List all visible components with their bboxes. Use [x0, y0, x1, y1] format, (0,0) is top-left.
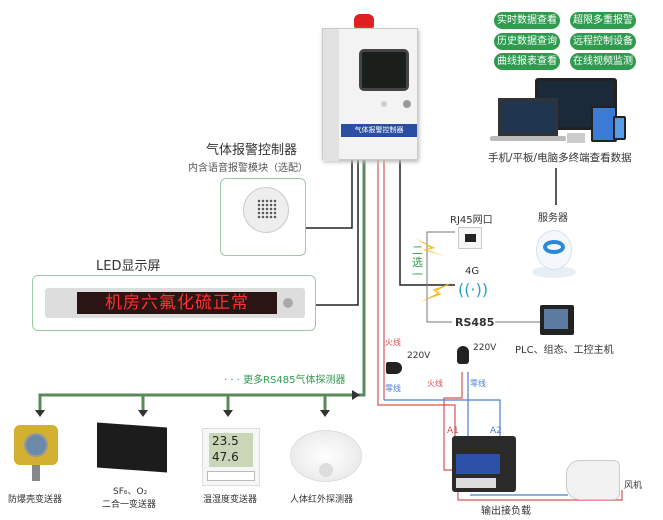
detector-label: 温湿度变送器: [203, 495, 258, 505]
detector-label: 人体红外探测器: [290, 495, 354, 505]
temp-reading: 23.5: [212, 434, 239, 448]
explosion-proof-transmitter: [14, 425, 58, 481]
controller-title: 气体报警控制器: [206, 143, 298, 158]
detector-label: 二合一变送器: [102, 500, 157, 510]
plug-icon: [457, 346, 469, 364]
terminals-image: [490, 78, 640, 148]
neutral-wire-label-2: 零线: [470, 379, 486, 388]
feature-curve: 曲线报表查看: [494, 53, 560, 70]
fan-label: 风机: [624, 481, 643, 491]
alarm-light: [354, 14, 374, 28]
plug-icon: [386, 362, 402, 374]
rs485-label: RS485: [455, 316, 495, 329]
a1-label: A1: [447, 426, 459, 436]
rs485-bus: [38, 160, 366, 410]
server-label: 服务器: [538, 213, 568, 224]
fan-icon: [566, 460, 620, 500]
voltage-label-2: 220V: [473, 343, 497, 353]
more-detectors-label: · · · 更多RS485气体探测器: [224, 375, 346, 386]
wireless-signal-icon: ((·)): [458, 280, 489, 299]
a2-label: A2: [490, 426, 502, 436]
gas-alarm-controller: 气体报警控制器: [322, 28, 418, 161]
4g-wire: [399, 160, 455, 286]
led-title: LED显示屏: [96, 259, 161, 274]
humidity-reading: 47.6: [212, 450, 239, 464]
terminals-label: 手机/平板/电脑多终端查看数据: [488, 152, 632, 164]
led-message: 机房六氟化硫正常: [77, 292, 277, 314]
choose-one-label: 二选一: [412, 244, 423, 281]
feature-alarm: 超限多重报警: [570, 12, 636, 29]
detector-label: 防爆壳变送器: [8, 495, 63, 505]
led-wire: [315, 160, 359, 306]
voltage-label-1: 220V: [407, 351, 431, 361]
4g-label: 4G: [465, 266, 480, 277]
rj45-port-icon: [458, 227, 482, 249]
live-wire-label: 火线: [385, 338, 401, 347]
controller-panel-label: 气体报警控制器: [341, 124, 417, 137]
choose-bracket: [426, 231, 455, 323]
load-label: 输出接负载: [481, 506, 531, 517]
rj45-label: RJ45网口: [450, 215, 493, 226]
plc-label: PLC、组态、工控主机: [515, 345, 614, 356]
feature-video: 在线视频监测: [570, 53, 636, 70]
contactor: [452, 436, 516, 492]
pir-detector: [290, 430, 362, 482]
detector-label: SF₆、O₂: [113, 487, 148, 497]
led-display: 机房六氟化硫正常: [32, 275, 316, 331]
speaker-box: [220, 178, 306, 256]
feature-remote: 远程控制设备: [570, 33, 636, 50]
speaker-wire: [305, 160, 353, 229]
temp-humidity-transmitter: 23.5 47.6: [202, 428, 260, 486]
feature-realtime: 实时数据查看: [494, 12, 560, 29]
controller-subtitle: 内含语音报警模块（选配）: [188, 163, 308, 174]
feature-history: 历史数据查询: [494, 33, 560, 50]
live-wire-label-2: 火线: [427, 379, 443, 388]
neutral-wire-label: 零线: [385, 384, 401, 393]
server-cloud-icon: [528, 228, 580, 282]
speaker-icon: [257, 199, 277, 219]
plc-panel-icon: [540, 305, 574, 335]
sf6-o2-transmitter: [97, 422, 167, 473]
